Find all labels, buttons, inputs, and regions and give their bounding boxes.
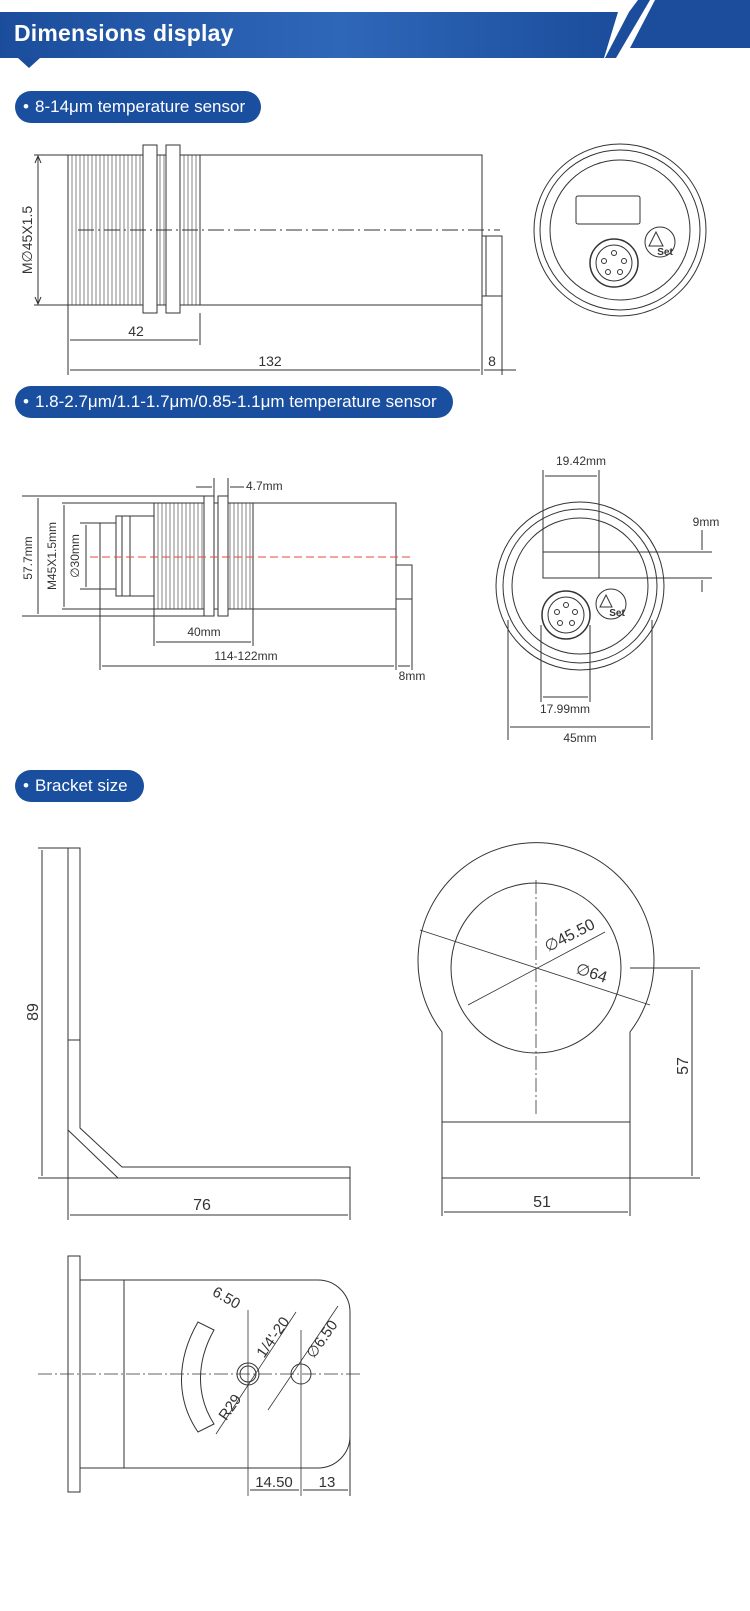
sensor2-dim-display-height: 9mm	[693, 515, 720, 529]
page-title: Dimensions display	[14, 20, 234, 46]
bracket-dim-offset-1: 14.50	[255, 1474, 293, 1491]
sensor1-set-label: Set	[657, 247, 673, 258]
sensor2-dim-thread: M45X1.5mm	[45, 522, 59, 590]
sensor2-dim-length: 114-122mm	[214, 649, 277, 663]
header-banner: Dimensions display	[0, 0, 750, 70]
sensor2-dim-diameter: 45mm	[563, 731, 596, 745]
bracket-dim-thread-hole: 1/4'-20	[253, 1314, 293, 1361]
sensor1-dim-8: 8	[488, 353, 496, 369]
bracket-dim-height: 89	[25, 1003, 42, 1021]
sensor2-dim-8: 8mm	[399, 669, 426, 683]
sensor2-dim-lens: ∅30mm	[68, 534, 82, 578]
bracket-dim-center-height: 57	[675, 1057, 692, 1075]
bracket-dim-offset-2: 13	[319, 1474, 336, 1491]
section-label-short-wave: 1.8-2.7μm/1.1-1.7μm/0.85-1.1μm temperatu…	[15, 386, 453, 418]
section-label-bracket: Bracket size	[15, 770, 144, 802]
sensor1-dim-132: 132	[258, 353, 282, 369]
sensor2-dim-40: 40mm	[187, 625, 220, 639]
sensor2-dim-ring: 4.7mm	[246, 479, 283, 493]
sensor2-thread-lines	[157, 503, 251, 609]
sensor2-dim-outer: 57.7mm	[21, 536, 35, 579]
sensor1-dim-42: 42	[128, 323, 144, 339]
sensor1-thread-dim: M∅45X1.5	[19, 206, 35, 274]
sensor2-dim-display-width: 19.42mm	[556, 454, 606, 468]
header-background	[0, 0, 750, 68]
bracket-dim-inner-diameter: ∅45.50	[542, 916, 598, 956]
bracket-dim-width: 51	[533, 1194, 551, 1211]
section-label-8-14um: 8-14μm temperature sensor	[15, 91, 262, 123]
bracket-dim-outer-diameter: ∅64	[574, 961, 610, 987]
bracket-dim-hole: ∅6.50	[303, 1317, 341, 1361]
bracket-dim-length: 76	[193, 1197, 211, 1214]
sensor2-dim-connector-offset: 17.99mm	[540, 702, 590, 716]
sensor2-set-label: Set	[609, 608, 625, 619]
bracket-dim-slot-radius: R29	[215, 1391, 245, 1423]
bracket-dim-slot-width: 6.50	[209, 1283, 243, 1312]
sensor1-thread-lines	[71, 155, 197, 305]
